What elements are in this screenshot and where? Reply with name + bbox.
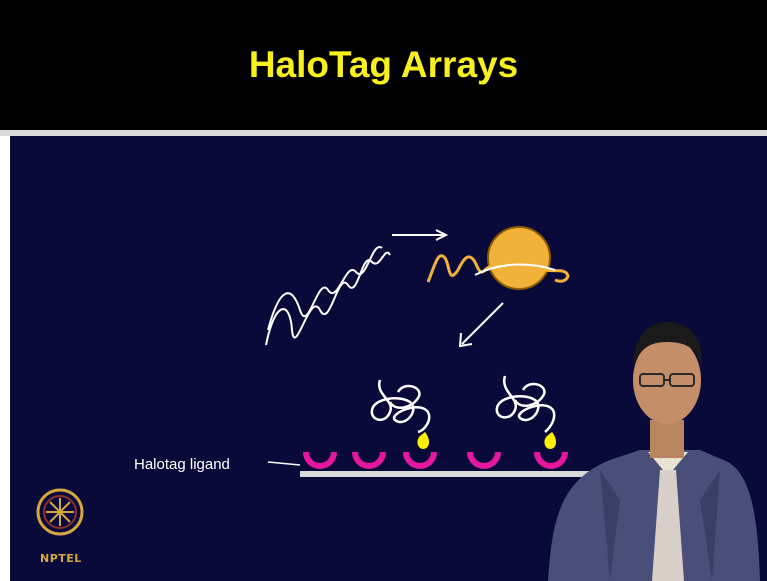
nptel-logo-icon xyxy=(36,488,84,536)
dna-helix-icon xyxy=(265,246,391,346)
label-pointer-line xyxy=(267,461,301,466)
ligand-cup xyxy=(403,451,437,469)
ligand-cup xyxy=(534,451,568,469)
halotag-ligands xyxy=(303,451,568,469)
captured-protein-1-icon xyxy=(370,379,431,434)
tag-marker-2 xyxy=(544,432,557,449)
nptel-logo-text: NPTEL xyxy=(40,552,82,565)
ligand-cup xyxy=(467,451,501,469)
array-surface xyxy=(300,471,610,477)
tag-marker-1 xyxy=(417,432,430,449)
arrow-right-icon xyxy=(392,229,449,241)
ligand-cup xyxy=(303,451,337,469)
presenter-video-overlay xyxy=(548,322,760,581)
arrow-down-left-icon xyxy=(458,302,504,348)
slide-header xyxy=(0,0,767,130)
header-divider xyxy=(0,130,767,136)
captured-protein-2-icon xyxy=(495,375,556,433)
fusion-protein-icon xyxy=(426,226,570,290)
halotag-ligand-label: Halotag ligand xyxy=(134,456,230,473)
slide-title: HaloTag Arrays xyxy=(248,44,519,85)
ligand-cup xyxy=(352,451,386,469)
